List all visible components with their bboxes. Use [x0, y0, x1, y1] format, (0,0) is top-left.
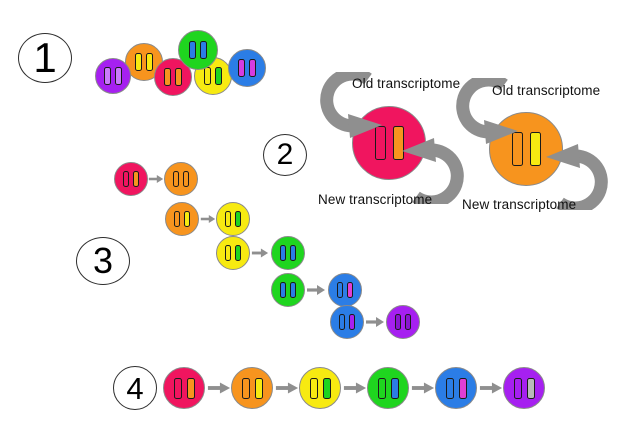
transcriptome-bar [104, 67, 111, 85]
transcriptome-bar [133, 171, 139, 187]
sequence-cell-purple [503, 367, 545, 409]
transcriptome-bar [290, 282, 296, 298]
old-transcriptome-label: Old transcriptome [352, 76, 461, 91]
arrow-icon [479, 382, 503, 394]
transcriptome-bar [135, 53, 142, 71]
new-transcriptome-curved-arrow-icon [546, 144, 608, 210]
cluster-cell-purple [95, 58, 131, 94]
arrow-icon [343, 382, 367, 394]
new-transcriptome-bar [322, 377, 331, 399]
step-4-number: 4 [113, 366, 157, 410]
transcriptome-bar [146, 53, 153, 71]
transcriptome-bar [339, 314, 345, 330]
transcriptome-bar [164, 68, 171, 86]
arrow-icon [275, 382, 299, 394]
old-transcriptome-bar [173, 377, 182, 399]
new-transcriptome-bar [458, 377, 467, 399]
transcriptome-bar [337, 282, 343, 298]
transcriptome-bar [280, 245, 286, 261]
cascade-cell-blue [330, 305, 364, 339]
sequence-cell-pink [163, 367, 205, 409]
transcriptome-bar [280, 282, 286, 298]
new-transcriptome-bar [254, 377, 263, 399]
arrow-icon [207, 382, 231, 394]
arrow-icon [251, 248, 269, 258]
step-2-number: 2 [263, 134, 307, 176]
transcriptome-bar [235, 211, 241, 227]
new-transcriptome-label: New transcriptome [318, 192, 433, 207]
sequence-cell-orange [231, 367, 273, 409]
cluster-cell-blue [228, 49, 266, 87]
transcriptome-bar [189, 41, 196, 59]
old-transcriptome-curved-arrow-icon [456, 78, 518, 144]
cascade-cell-orange [165, 202, 199, 236]
old-transcriptome-bar [377, 377, 386, 399]
sequence-cell-yellow [299, 367, 341, 409]
arrow-icon [411, 382, 435, 394]
old-transcriptome-bar [511, 132, 523, 166]
old-transcriptome-bar [374, 126, 386, 160]
transcriptome-bar [349, 314, 355, 330]
transcriptome-bar [347, 282, 353, 298]
cascade-cell-yellow [216, 202, 250, 236]
transcriptome-bar [175, 68, 182, 86]
cluster-cell-orange [125, 43, 163, 81]
transcriptome-bar [395, 314, 401, 330]
arrow-icon [148, 175, 164, 183]
new-transcriptome-curved-arrow-icon [402, 138, 464, 204]
cascade-cell-yellow [216, 236, 250, 270]
step-3-number: 3 [76, 237, 130, 285]
new-transcriptome-bar [392, 126, 404, 160]
old-transcriptome-curved-arrow-icon [320, 72, 382, 138]
new-transcriptome-label: New transcriptome [462, 197, 577, 212]
transcriptome-bar [184, 211, 190, 227]
cascade-cell-orange [164, 162, 198, 196]
transcriptome-bar [204, 67, 211, 85]
new-transcriptome-bar [529, 132, 541, 166]
transcriptome-bar [183, 171, 189, 187]
transcriptome-bar [225, 245, 231, 261]
transcriptome-bar [215, 67, 222, 85]
cascade-cell-pink [114, 162, 148, 196]
transcriptome-bar [235, 245, 241, 261]
arrow-icon [366, 317, 384, 327]
transcriptome-bar [238, 59, 245, 77]
step-1-number: 1 [18, 33, 72, 83]
transcriptome-bar [123, 171, 129, 187]
old-transcriptome-bar [445, 377, 454, 399]
transcriptome-bar [173, 171, 179, 187]
turnover-cell-orange [489, 112, 563, 186]
transcriptome-bar [290, 245, 296, 261]
old-transcriptome-label: Old transcriptome [492, 83, 601, 98]
turnover-cell-pink [352, 106, 426, 180]
cascade-cell-purple [386, 305, 420, 339]
new-transcriptome-bar [526, 377, 535, 399]
old-transcriptome-bar [513, 377, 522, 399]
sequence-cell-green [367, 367, 409, 409]
new-transcriptome-bar [390, 377, 399, 399]
transcriptome-bar [225, 211, 231, 227]
transcriptome-bar [249, 59, 256, 77]
new-transcriptome-bar [186, 377, 195, 399]
arrow-icon [200, 215, 216, 223]
cascade-cell-blue [328, 273, 362, 307]
transcriptome-bar [174, 211, 180, 227]
sequence-cell-blue [435, 367, 477, 409]
transcriptome-bar [200, 41, 207, 59]
transcriptome-bar [405, 314, 411, 330]
old-transcriptome-bar [241, 377, 250, 399]
old-transcriptome-bar [309, 377, 318, 399]
transcriptome-bar [115, 67, 122, 85]
cluster-cell-green [178, 30, 218, 70]
cascade-cell-green [271, 236, 305, 270]
arrow-icon [307, 285, 325, 295]
cascade-cell-green [271, 273, 305, 307]
